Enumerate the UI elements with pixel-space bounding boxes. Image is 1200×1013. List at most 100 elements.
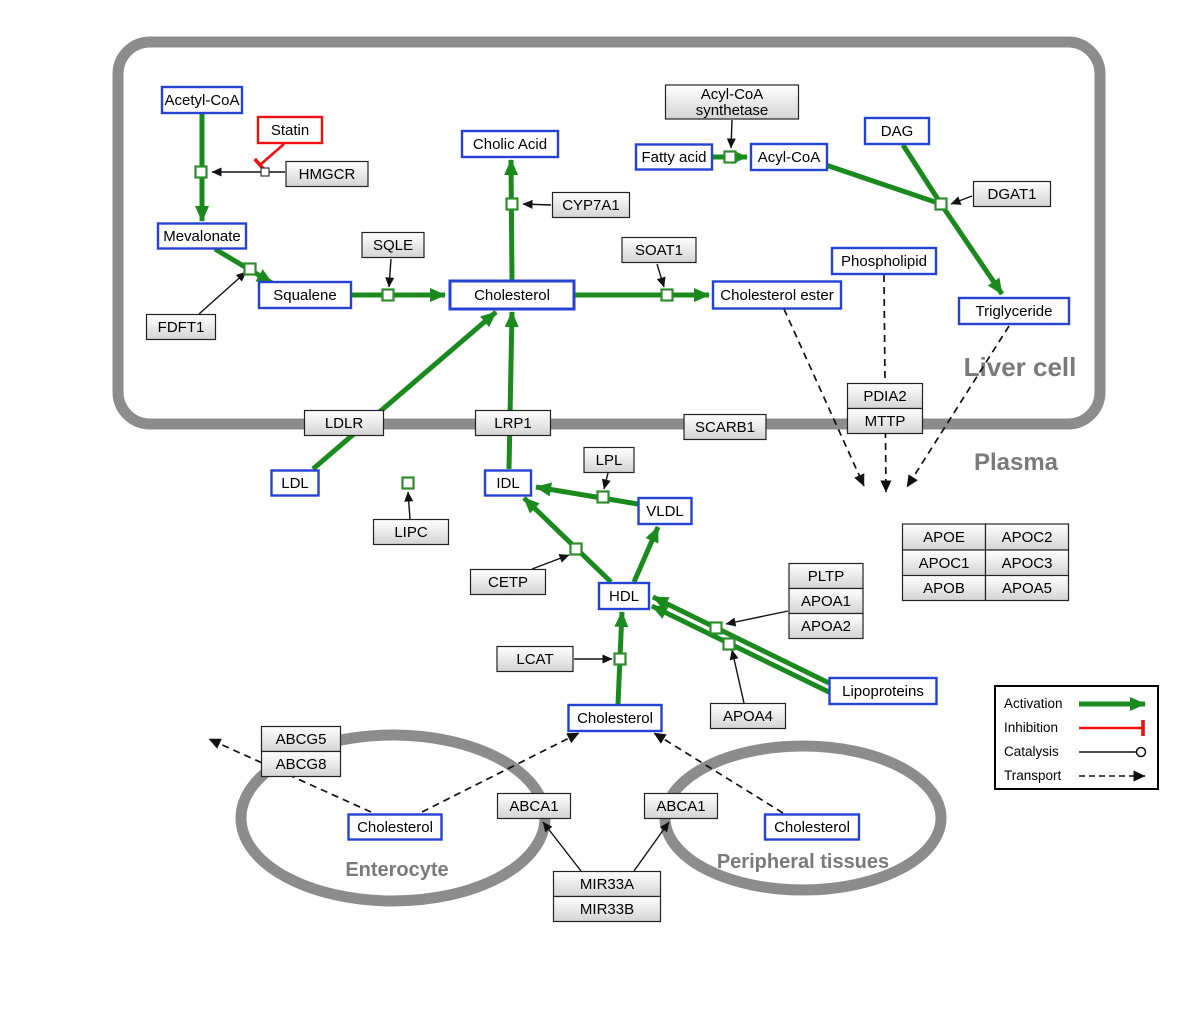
node-label: Lipoproteins xyxy=(842,683,924,700)
node-abcg8[interactable]: ABCG8 xyxy=(260,750,342,778)
node-lrp1[interactable]: LRP1 xyxy=(474,409,552,437)
node-label: DAG xyxy=(881,123,914,140)
reaction-lcat-rxn xyxy=(613,652,627,666)
node-cholesterol-liver[interactable]: Cholesterol xyxy=(448,279,576,311)
compartment-label-liver-cell: Liver cell xyxy=(964,352,1077,382)
compartment-label-enterocyte: Enterocyte xyxy=(345,859,448,881)
node-fdft1[interactable]: FDFT1 xyxy=(145,313,217,341)
node-apoa2[interactable]: APOA2 xyxy=(788,612,864,640)
reaction-nodes xyxy=(194,150,948,666)
node-apoc1[interactable]: APOC1 xyxy=(901,549,987,577)
node-label: APOC1 xyxy=(919,555,970,572)
node-apoa4[interactable]: APOA4 xyxy=(709,702,787,730)
node-label: SQLE xyxy=(373,237,413,254)
edge-dag-to-dgat-junction xyxy=(900,143,944,206)
node-cholesterol-peripheral[interactable]: Cholesterol xyxy=(763,813,861,841)
edge-enterocyte-cholesterol-to-plasma xyxy=(421,732,580,813)
edge-fdft1-catalysis xyxy=(198,271,247,315)
node-box xyxy=(788,612,864,640)
edge-statin-inhibits-hmgcr xyxy=(259,143,285,166)
node-box xyxy=(552,895,662,923)
node-lcat[interactable]: LCAT xyxy=(496,645,574,673)
node-box xyxy=(972,180,1052,208)
node-box xyxy=(474,409,552,437)
node-triglyceride[interactable]: Triglyceride xyxy=(957,296,1071,326)
node-cholesterol-enterocyte[interactable]: Cholesterol xyxy=(347,813,443,841)
node-ldl[interactable]: LDL xyxy=(270,469,320,497)
node-hdl[interactable]: HDL xyxy=(597,581,651,611)
node-label: SOAT1 xyxy=(635,242,683,259)
node-dag[interactable]: DAG xyxy=(863,116,931,146)
node-sqle[interactable]: SQLE xyxy=(361,231,425,259)
legend-label-transport: Transport xyxy=(1004,768,1062,783)
node-apoa5[interactable]: APOA5 xyxy=(984,574,1070,602)
node-mir33b[interactable]: MIR33B xyxy=(552,895,662,923)
node-cholesterol-ester[interactable]: Cholesterol ester xyxy=(711,280,843,310)
node-mttp[interactable]: MTTP xyxy=(846,407,924,435)
node-label: ABCG5 xyxy=(276,731,327,748)
node-lipc[interactable]: LIPC xyxy=(372,518,450,546)
node-pltp[interactable]: PLTP xyxy=(788,562,864,590)
node-box xyxy=(567,703,663,733)
node-label: Statin xyxy=(271,122,309,139)
node-box xyxy=(846,407,924,435)
node-vldl[interactable]: VLDL xyxy=(637,496,693,526)
node-acetyl-coa[interactable]: Acetyl-CoA xyxy=(160,85,244,115)
node-lpl[interactable]: LPL xyxy=(583,446,635,474)
node-box xyxy=(788,562,864,590)
node-apoe[interactable]: APOE xyxy=(901,523,987,551)
node-statin[interactable]: Statin xyxy=(256,115,324,145)
edge-peripheral-cholesterol-to-plasma xyxy=(653,732,784,814)
node-box xyxy=(483,469,533,497)
node-abca1-peripheral[interactable]: ABCA1 xyxy=(643,792,719,820)
node-box xyxy=(749,142,829,172)
node-box xyxy=(788,587,864,615)
node-cyp7a1[interactable]: CYP7A1 xyxy=(551,191,631,219)
edge-acylcoa-to-dgat-junction xyxy=(825,162,942,207)
node-apoa1[interactable]: APOA1 xyxy=(788,587,864,615)
node-cetp[interactable]: CETP xyxy=(469,568,547,596)
node-label: HDL xyxy=(609,588,639,605)
node-lipoproteins[interactable]: Lipoproteins xyxy=(828,676,938,706)
node-cholesterol-plasma[interactable]: Cholesterol xyxy=(567,703,663,733)
reaction-lipc-rxn xyxy=(401,476,415,490)
node-label: ABCA1 xyxy=(656,798,705,815)
node-apoc3[interactable]: APOC3 xyxy=(984,549,1070,577)
node-box xyxy=(828,676,938,706)
node-hmgcr[interactable]: HMGCR xyxy=(285,160,369,188)
node-box xyxy=(361,231,425,259)
node-soat1[interactable]: SOAT1 xyxy=(621,236,697,264)
node-label: PDIA2 xyxy=(863,388,906,405)
node-label: LDL xyxy=(281,475,309,492)
node-apob[interactable]: APOB xyxy=(901,574,987,602)
node-scarb1[interactable]: SCARB1 xyxy=(683,413,767,441)
node-abca1-enterocyte[interactable]: ABCA1 xyxy=(496,792,572,820)
node-box xyxy=(552,870,662,898)
edge-lipoproteins-to-hdl-upper xyxy=(651,594,831,686)
node-squalene[interactable]: Squalene xyxy=(257,280,353,310)
node-label: MIR33A xyxy=(580,876,634,893)
node-fatty-acid[interactable]: Fatty acid xyxy=(634,143,714,171)
node-apoc2[interactable]: APOC2 xyxy=(984,523,1070,551)
node-box xyxy=(257,280,353,310)
node-pdia2[interactable]: PDIA2 xyxy=(846,382,924,410)
node-ldlr[interactable]: LDLR xyxy=(303,409,385,437)
edge-cholesterol-to-cholic-acid xyxy=(504,159,519,281)
node-label: ABCA1 xyxy=(509,798,558,815)
node-mevalonate[interactable]: Mevalonate xyxy=(156,222,248,250)
node-acyl-coa[interactable]: Acyl-CoA xyxy=(749,142,829,172)
node-label: MIR33B xyxy=(580,901,634,918)
node-mir33a[interactable]: MIR33A xyxy=(552,870,662,898)
edge-sqle-catalysis xyxy=(385,258,395,288)
edge-lipc-catalysis xyxy=(404,491,414,520)
node-label: Mevalonate xyxy=(163,228,241,245)
node-phospholipid[interactable]: Phospholipid xyxy=(830,246,938,276)
node-abcg5[interactable]: ABCG5 xyxy=(260,725,342,753)
node-dgat1[interactable]: DGAT1 xyxy=(972,180,1052,208)
node-cholic-acid[interactable]: Cholic Acid xyxy=(460,129,560,159)
node-idl[interactable]: IDL xyxy=(483,469,533,497)
